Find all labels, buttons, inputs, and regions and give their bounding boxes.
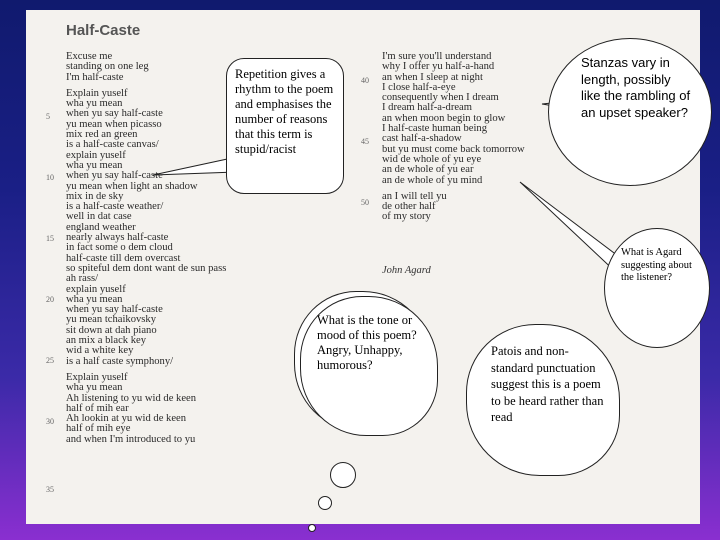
poem-line: Ah listening to yu wid de keen xyxy=(66,392,197,404)
poem-line: half of mih ear xyxy=(66,402,129,414)
stanzas-callout: Stanzas vary in length, possibly like th… xyxy=(548,38,712,186)
poem-line: Ah lookin at yu wid de keen xyxy=(66,413,187,425)
repetition-callout: Repetition gives a rhythm to the poem an… xyxy=(226,58,344,194)
poem-line: an when I sleep at night xyxy=(382,71,483,83)
line-number: 40 xyxy=(361,76,369,85)
line-number: 50 xyxy=(361,198,369,207)
poem-line: an mix a black key xyxy=(66,335,147,347)
thought-bubble-dot xyxy=(330,462,356,488)
line-number: 45 xyxy=(361,137,369,146)
poem-line: is a half-caste weather/ xyxy=(66,201,164,213)
poem-line: sit down at dah piano xyxy=(66,324,157,336)
poem-line: so spiteful dem dont want de sun pass xyxy=(66,262,227,274)
poem-line: half-caste till dem overcast xyxy=(66,252,181,264)
poem-line: in fact some o dem cloud xyxy=(66,242,173,254)
repetition-callout-text: Repetition gives a rhythm to the poem an… xyxy=(235,67,334,156)
poem-line: yu mean when light an shadow xyxy=(66,180,198,192)
patois-callout-text: Patois and non-standard punctuation sugg… xyxy=(491,344,604,424)
poem-line: consequently when I dream xyxy=(382,92,499,104)
poem-line: I'm sure you'll understand xyxy=(382,51,492,62)
patois-callout: Patois and non-standard punctuation sugg… xyxy=(466,324,620,476)
poem-line: when yu say half-caste xyxy=(66,108,163,120)
poem-line: wha yu mean xyxy=(66,382,123,394)
poem-line: yu mean when picasso xyxy=(66,118,162,130)
thought-bubble-dot xyxy=(308,524,316,532)
poem-line: mix red an green xyxy=(66,129,138,141)
poem-line: when yu say half-caste xyxy=(66,304,163,316)
poem-line: standing on one leg xyxy=(66,61,149,73)
poem-line: when yu say half-caste xyxy=(66,170,163,182)
poem-line: wid a white key xyxy=(66,345,134,357)
poem-line: of my story xyxy=(382,211,431,223)
poem-line: wha yu mean xyxy=(66,98,123,110)
poem-line: wha yu mean xyxy=(66,293,123,305)
poem-line: wha yu mean xyxy=(66,159,123,171)
line-number: 10 xyxy=(46,173,54,182)
poem-line: an I will tell yu xyxy=(382,190,447,202)
poem-line: but yu must come back tomorrow xyxy=(382,143,525,155)
poem-line: explain yuself xyxy=(66,149,126,161)
poem-line: Excuse me xyxy=(66,51,113,62)
tone-callout: What is the tone or mood of this poem? A… xyxy=(300,296,438,436)
line-number: 30 xyxy=(46,417,54,426)
line-number: 20 xyxy=(46,295,54,304)
line-number: 25 xyxy=(46,356,54,365)
poem-line: wid de whole of yu eye xyxy=(382,153,482,165)
poem-line: england weather xyxy=(66,221,136,233)
stanzas-callout-text: Stanzas vary in length, possibly like th… xyxy=(581,55,691,120)
poem-line: is a half caste symphony/ xyxy=(66,355,174,367)
poem-line: I'm half-caste xyxy=(66,71,124,83)
poem-line: explain yuself xyxy=(66,283,126,295)
whole-callout: What is Agard suggesting about the liste… xyxy=(604,228,710,348)
poem-line: half of mih eye xyxy=(66,423,131,435)
poem-line: an de whole of yu ear xyxy=(382,164,474,176)
poem-line: why I offer yu half-a-hand xyxy=(382,61,495,73)
tone-callout-text: What is the tone or mood of this poem? A… xyxy=(317,313,417,372)
poem-line: an de whole of yu mind xyxy=(382,174,483,186)
poem-line: I close half-a-eye xyxy=(382,81,456,93)
poem-line: Explain yuself xyxy=(66,371,128,383)
line-number: 35 xyxy=(46,485,54,494)
poem-line: ah rass/ xyxy=(66,273,99,285)
poem-line: Explain yuself xyxy=(66,87,128,99)
poem-title: Half-Caste xyxy=(66,22,141,39)
whole-callout-text: What is Agard suggesting about the liste… xyxy=(621,247,692,283)
poem-line: is a half-caste canvas/ xyxy=(66,139,159,151)
poem-line: and when I'm introduced to yu xyxy=(66,433,196,445)
line-number: 15 xyxy=(46,234,54,243)
poem-line: well in dat case xyxy=(66,211,132,223)
poem-line: an when moon begin to glow xyxy=(382,112,506,124)
poem-line: I dream half-a-dream xyxy=(382,102,472,114)
poem-line: yu mean tchaikovsky xyxy=(66,314,157,326)
poem-line: cast half-a-shadow xyxy=(382,133,462,145)
poem-line: de other half xyxy=(382,201,436,213)
line-number: 5 xyxy=(46,112,50,121)
thought-bubble-dot xyxy=(318,496,332,510)
poem-line: nearly always half-caste xyxy=(66,232,169,244)
poem-author: John Agard xyxy=(382,265,431,276)
poem-line: I half-caste human being xyxy=(382,123,488,135)
poem-line: mix in de sky xyxy=(66,190,124,202)
